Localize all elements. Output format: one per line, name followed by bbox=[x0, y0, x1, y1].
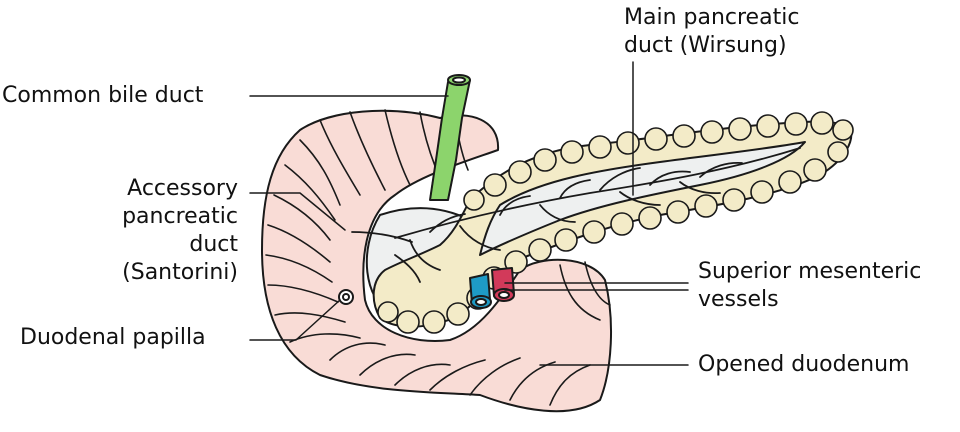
papilla-label: Duodenal papilla bbox=[20, 324, 206, 352]
accessory-duct-label-line4: (Santorini) bbox=[122, 260, 238, 285]
accessory-duct-label-line2: pancreatic bbox=[122, 204, 238, 229]
vessels-label-line2: vessels bbox=[698, 287, 779, 312]
bile-duct-label: Common bile duct bbox=[2, 82, 203, 110]
duodenum-label: Opened duodenum bbox=[698, 351, 909, 379]
superior-mesenteric-vessels bbox=[469, 267, 515, 309]
duodenum-label-text: Opened duodenum bbox=[698, 352, 910, 377]
accessory-duct bbox=[351, 231, 413, 243]
bile-duct-label-text: Common bile duct bbox=[2, 83, 204, 108]
duct-lumen bbox=[479, 141, 806, 256]
duodenal-folds bbox=[265, 109, 611, 406]
main-duct-label-line1: Main pancreatic bbox=[624, 5, 800, 30]
accessory-duct-label: Accessory pancreatic duct (Santorini) bbox=[122, 175, 238, 287]
main-duct-label-line2: duct (Wirsung) bbox=[624, 33, 787, 58]
accessory-duct-label-line1: Accessory bbox=[127, 176, 238, 201]
papilla-label-text: Duodenal papilla bbox=[20, 325, 206, 350]
leader-lines bbox=[249, 61, 689, 366]
common-bile-duct bbox=[429, 79, 471, 201]
duct-branches bbox=[394, 147, 801, 283]
vessels-label-line1: Superior mesenteric bbox=[698, 259, 922, 284]
main-duct-label: Main pancreatic duct (Wirsung) bbox=[624, 4, 799, 60]
vessels-label: Superior mesenteric vessels bbox=[698, 258, 921, 314]
accessory-duct-label-line3: duct bbox=[189, 232, 238, 257]
papilla bbox=[338, 289, 354, 305]
pancreas-lobules bbox=[377, 111, 854, 334]
